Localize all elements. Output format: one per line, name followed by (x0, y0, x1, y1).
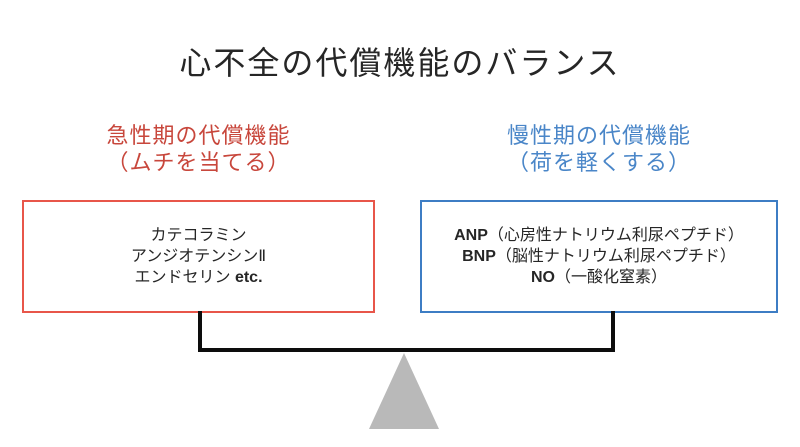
balance-beam-line (198, 348, 615, 352)
chronic-factor-item: NO（一酸化窒素） (530, 269, 667, 286)
balance-left-hanger-line (198, 311, 202, 352)
acute-factor-item: アンジオテンシンⅡ (130, 248, 267, 265)
acute-phase-heading: 急性期の代償機能 （ムチを当てる） (22, 122, 375, 176)
acute-phase-heading-line1: 急性期の代償機能 (106, 123, 291, 148)
balance-right-hanger-line (611, 311, 615, 352)
chronic-factor-item: BNP（脳性ナトリウム利尿ペプチド） (462, 248, 736, 265)
chronic-phase-heading-line2: （荷を軽くする） (506, 150, 691, 175)
acute-factor-item: エンドセリン etc. (134, 269, 263, 286)
chronic-phase-heading: 慢性期の代償機能 （荷を軽くする） (420, 122, 778, 176)
acute-phase-heading-line2: （ムチを当てる） (106, 150, 291, 175)
chronic-factors-box: ANP（心房性ナトリウム利尿ペプチド） BNP（脳性ナトリウム利尿ペプチド） N… (420, 200, 778, 313)
page-title: 心不全の代償機能のバランス (179, 45, 621, 81)
fulcrum-triangle-icon (369, 353, 439, 429)
chronic-phase-heading-line1: 慢性期の代償機能 (506, 123, 691, 148)
acute-factor-item: カテコラミン (150, 227, 247, 244)
chronic-factor-item: ANP（心房性ナトリウム利尿ペプチド） (454, 227, 744, 244)
acute-factors-box: カテコラミン アンジオテンシンⅡ エンドセリン etc. (22, 200, 375, 313)
